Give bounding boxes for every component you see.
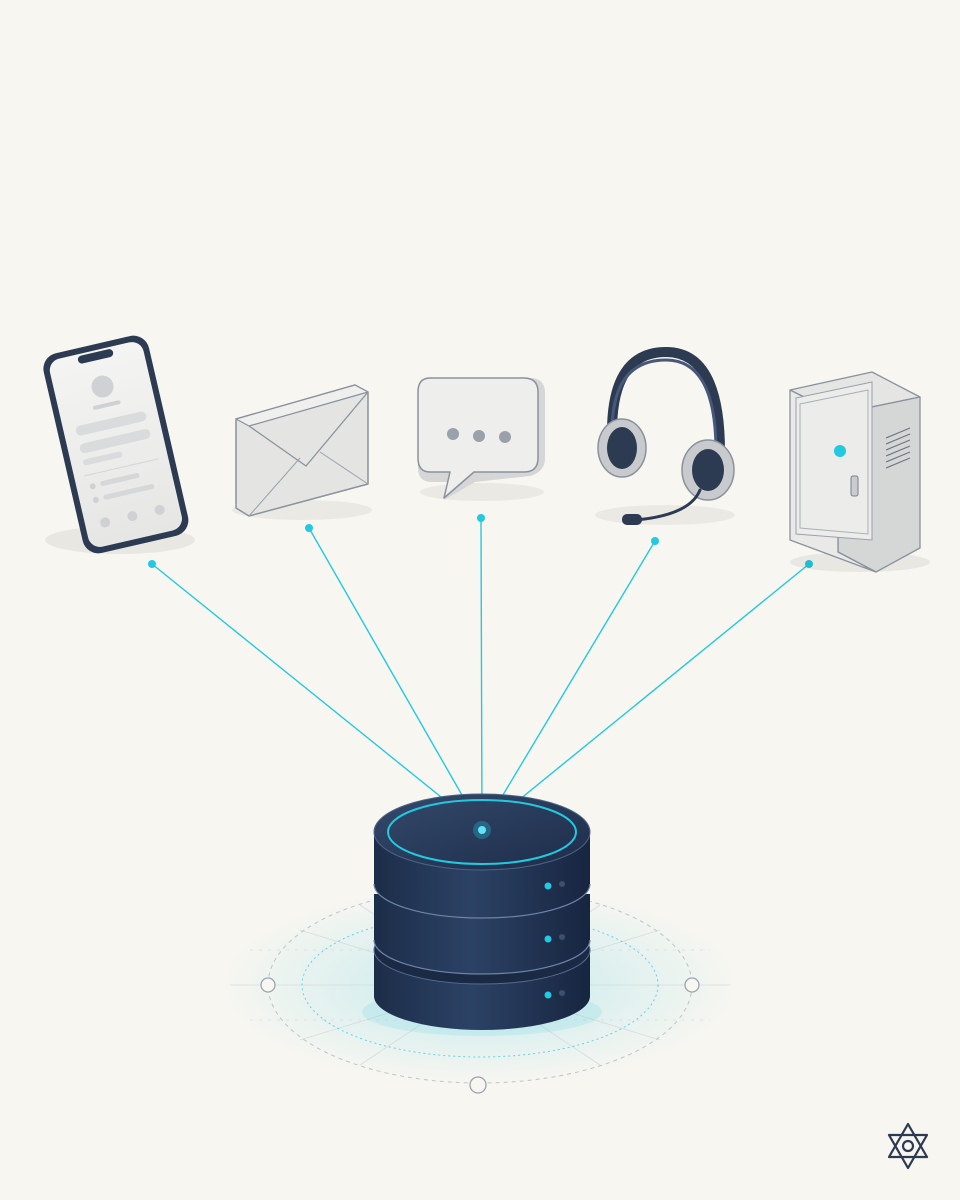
orbit-node-bottom bbox=[469, 1076, 487, 1094]
connector-lines bbox=[151, 517, 810, 831]
envelope-icon bbox=[232, 384, 372, 520]
orbit-node-left bbox=[260, 977, 276, 993]
connector-email bbox=[308, 527, 483, 831]
flower-logo-icon bbox=[887, 1122, 929, 1170]
connector-call-center bbox=[481, 540, 656, 831]
smartphone-icon bbox=[43, 335, 195, 554]
connector-endpoints bbox=[148, 514, 813, 568]
connector-mobile-app bbox=[151, 563, 483, 831]
connector-device bbox=[481, 563, 810, 831]
database-server-icon bbox=[362, 793, 602, 1036]
server-tier-1 bbox=[373, 793, 591, 919]
connector-chat bbox=[480, 517, 483, 831]
headset-icon bbox=[595, 346, 735, 525]
orbit-node-right bbox=[684, 977, 700, 993]
chat-bubble-icon bbox=[417, 377, 545, 501]
cabinet-icon bbox=[789, 371, 930, 573]
